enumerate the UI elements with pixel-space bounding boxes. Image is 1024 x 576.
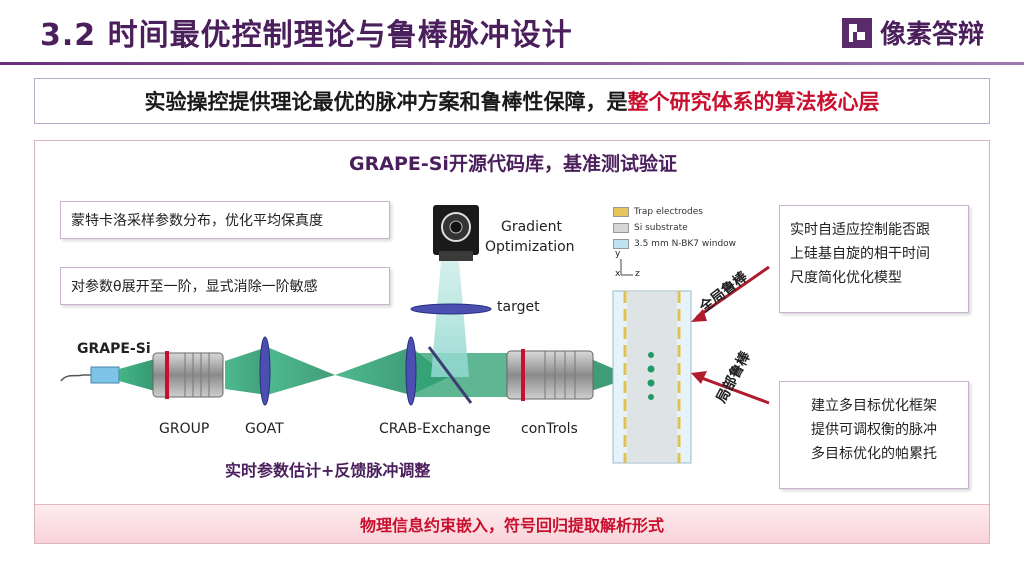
adaptive-control-box: 实时自适应控制能否跟 上硅基自旋的相干时间 尺度简化优化模型 bbox=[779, 205, 969, 313]
adaptive-line-1: 实时自适应控制能否跟 bbox=[790, 222, 930, 238]
legend-trap-electrodes: Trap electrodes bbox=[613, 207, 703, 217]
axis-x-label: x bbox=[615, 269, 621, 279]
monte-carlo-box: 蒙特卡洛采样参数分布，优化平均保真度 bbox=[60, 201, 390, 239]
legend-label-substrate: Si substrate bbox=[634, 223, 688, 233]
adaptive-line-2: 上硅基自旋的相干时间 bbox=[790, 246, 930, 262]
summary-banner: 实验操控提供理论最优的脉冲方案和鲁棒性保障，是整个研究体系的算法核心层 bbox=[34, 78, 990, 124]
legend-label-electrodes: Trap electrodes bbox=[634, 207, 703, 217]
logo-mark-icon bbox=[841, 17, 872, 48]
beam-segment-1 bbox=[119, 359, 155, 391]
axis-y-label: y bbox=[615, 249, 621, 259]
legend-window: 3.5 mm N-BK7 window bbox=[613, 239, 736, 249]
dichroic-mirror bbox=[427, 346, 473, 404]
beam-segment-3 bbox=[267, 347, 335, 395]
arrow-global-robust bbox=[691, 265, 770, 322]
adaptive-line-3: 尺度简化优化模型 bbox=[790, 270, 902, 286]
lens-goat bbox=[259, 336, 271, 406]
ion-trap-chip bbox=[612, 290, 692, 464]
objective-group bbox=[152, 351, 224, 399]
beam-segment-7 bbox=[591, 359, 633, 391]
legend-label-window: 3.5 mm N-BK7 window bbox=[634, 239, 737, 249]
label-gradient: Gradient bbox=[501, 219, 562, 235]
lens-target bbox=[410, 303, 492, 315]
diagram-panel: GRAPE-Si开源代码库，基准测试验证 bbox=[34, 140, 990, 544]
label-goat: GOAT bbox=[245, 421, 284, 437]
objective-controls bbox=[506, 349, 594, 401]
legend-swatch-window bbox=[613, 239, 629, 249]
first-order-box: 对参数θ展开至一阶，显式消除一阶敏感 bbox=[60, 267, 390, 305]
brand-logo: 像素答辩 bbox=[840, 14, 984, 51]
axes-glyph bbox=[620, 259, 633, 276]
lens-crab bbox=[405, 336, 417, 406]
logo-text: 像素答辩 bbox=[879, 20, 984, 50]
axis-z-label: z bbox=[635, 269, 640, 279]
title-divider bbox=[0, 62, 1024, 65]
fiber-connector bbox=[90, 366, 120, 384]
multi-line-2: 提供可调权衡的脉冲 bbox=[811, 422, 937, 438]
multi-line-1: 建立多目标优化框架 bbox=[811, 398, 937, 414]
optical-setup-diagram bbox=[60, 205, 770, 464]
beam-segment-4 bbox=[335, 347, 411, 395]
legend-si-substrate: Si substrate bbox=[613, 223, 688, 233]
label-group: GROUP bbox=[159, 421, 210, 437]
panel-footer: 物理信息约束嵌入，符号回归提取解析形式 bbox=[35, 504, 989, 543]
page-title: 3.2 时间最优控制理论与鲁棒脉冲设计 bbox=[40, 18, 573, 53]
label-optimization: Optimization bbox=[485, 239, 575, 255]
legend-swatch-electrodes bbox=[613, 207, 629, 217]
fiber-cable bbox=[60, 374, 93, 382]
arrow-local-robust bbox=[691, 371, 770, 405]
label-crab: CRAB-Exchange bbox=[379, 421, 491, 437]
label-target: target bbox=[497, 299, 540, 315]
beam-segment-2 bbox=[225, 347, 267, 395]
label-grape-si: GRAPE-Si bbox=[77, 341, 151, 357]
multi-line-3: 多目标优化的帕累托 bbox=[811, 446, 937, 462]
legend-swatch-substrate bbox=[613, 223, 629, 233]
label-controls: conTrols bbox=[521, 421, 578, 437]
banner-text: 实验操控提供理论最优的脉冲方案和鲁棒性保障，是 bbox=[144, 90, 628, 114]
banner-highlight: 整个研究体系的算法核心层 bbox=[627, 90, 880, 114]
camera-gradient-optimization bbox=[433, 205, 479, 261]
teal-beam bbox=[431, 261, 469, 377]
panel-subcaption: 实时参数估计+反馈脉冲调整 bbox=[225, 461, 431, 480]
multi-objective-box: 建立多目标优化框架 提供可调权衡的脉冲 多目标优化的帕累托 bbox=[779, 381, 969, 489]
panel-title: GRAPE-Si开源代码库，基准测试验证 bbox=[349, 153, 677, 175]
